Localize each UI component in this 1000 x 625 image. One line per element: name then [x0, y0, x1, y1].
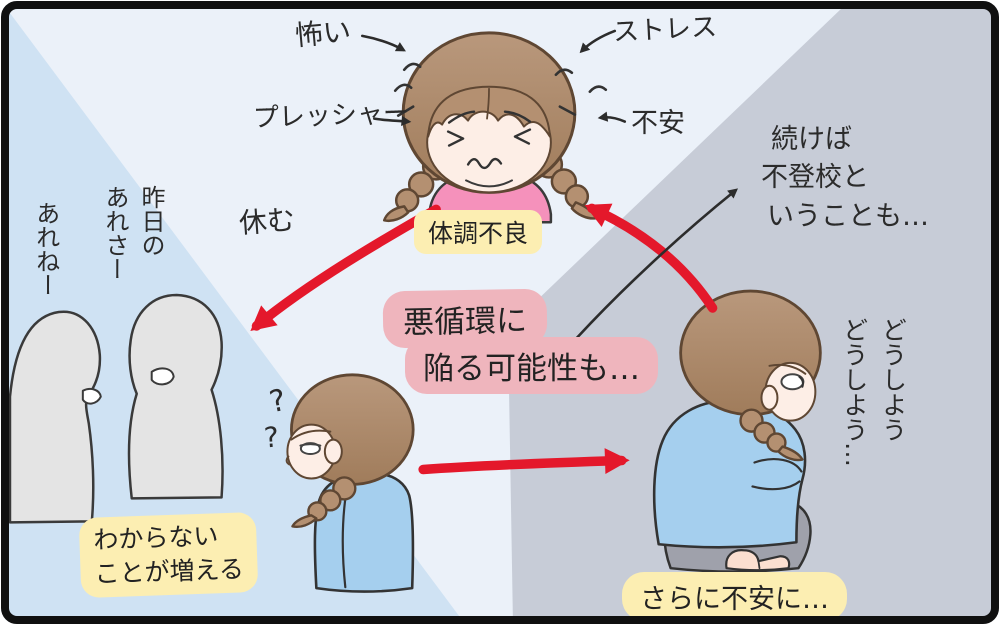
- caption-not-understanding: わからない ことが増える: [78, 511, 259, 598]
- label-rest: 休む: [237, 203, 297, 240]
- label-chat-right: 昨日の あれさー: [101, 185, 165, 281]
- school-refusal-line1: 続けば: [771, 124, 852, 155]
- label-school-refusal-note: 続けば 不登校と いうことも…: [761, 121, 929, 236]
- label-anxiety: 不安: [631, 108, 685, 139]
- center-girl-figure: [285, 373, 415, 593]
- caption-poor-condition: 体調不良: [414, 210, 543, 254]
- anxiety-arrow: [597, 111, 627, 123]
- school-refusal-line3: いうことも…: [767, 200, 929, 232]
- label-fear: 怖い: [293, 14, 353, 53]
- stress-arrow: [579, 29, 617, 54]
- right-girl-figure: [652, 289, 822, 573]
- top-girl-figure: [382, 31, 608, 224]
- fear-arrow: [360, 34, 406, 52]
- caption-more-anxiety: さらに不安に…: [622, 572, 847, 621]
- black-arrow-school-refusal: [575, 188, 738, 340]
- red-arrow-more-anxious: [418, 448, 630, 475]
- label-pressure: プレッシャー: [252, 98, 410, 134]
- pressure-arrow: [372, 115, 412, 127]
- school-refusal-line2: 不登校と: [761, 162, 869, 194]
- bystander-figures: [8, 293, 224, 524]
- red-arrow-back-to-sick: [584, 203, 718, 313]
- label-worry: どうしよう どうしよう…: [839, 317, 908, 467]
- caption-vicious-cycle-line2: 陥る可能性も…: [405, 337, 658, 394]
- label-stress: ストレス: [612, 12, 718, 48]
- question-mark-2: ?: [262, 420, 280, 455]
- stress-squiggles: [393, 62, 608, 117]
- label-chat-left: あれねー: [31, 201, 60, 297]
